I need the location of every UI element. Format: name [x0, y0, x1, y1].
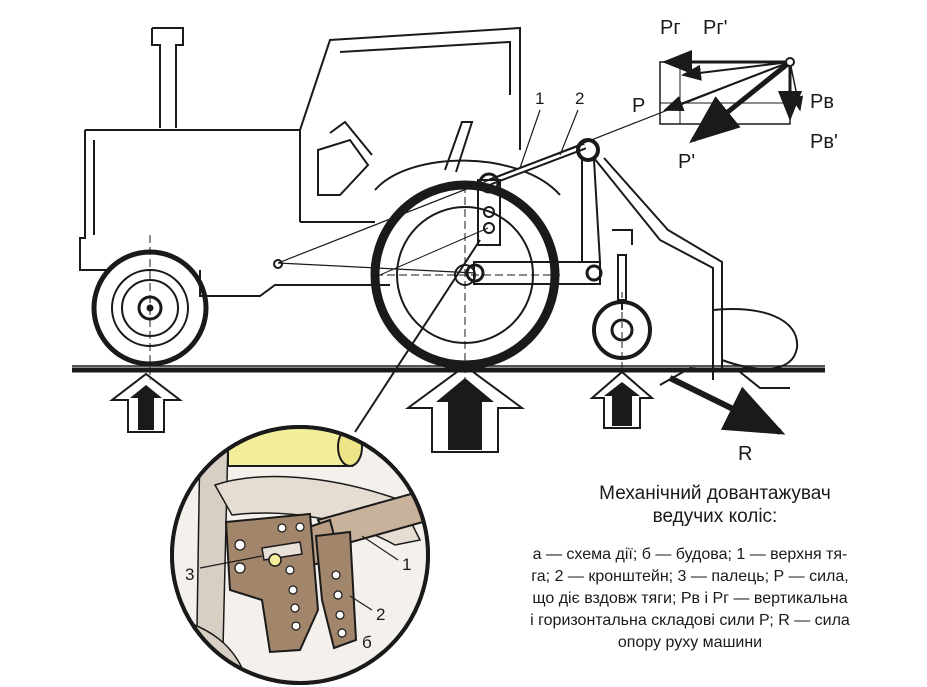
label-pv: Рв [810, 91, 834, 113]
label-r: R [738, 443, 752, 465]
callout-2: 2 [575, 89, 584, 108]
front-wheel [91, 235, 209, 380]
force-labels: Рг Рг' Р Рв Рв' Р' R 1 2 3 1 2 б [185, 17, 838, 652]
tractor-body [79, 26, 561, 297]
inset-callout-b: б [362, 633, 372, 652]
inset-callout-2: 2 [376, 605, 385, 624]
label-pg-prime: Рг' [703, 17, 727, 39]
caption-title-line2: ведучих коліс: [652, 506, 778, 527]
caption-body-line3: що діє вздовж тяги; Рв і Рг — вертикальн… [532, 590, 848, 607]
construction-inset [170, 425, 430, 685]
inset-callout-3: 3 [185, 565, 194, 584]
resistance-force-arrow [668, 375, 786, 435]
rear-wheel [370, 180, 560, 395]
plough-body [659, 308, 799, 389]
force-parallelogram [659, 50, 804, 144]
linkage [465, 138, 723, 380]
caption-body-line4: і горизонтальна складові сили Р; R — сил… [530, 612, 850, 629]
label-pg: Рг [660, 17, 681, 39]
rear-reaction-arrow [404, 364, 526, 453]
depth-wheel [592, 292, 652, 372]
label-p-prime: Р' [678, 151, 695, 173]
caption-body-line1: а — схема дії; б — будова; 1 — верхня тя… [532, 546, 848, 563]
label-p: Р [632, 95, 645, 117]
caption-body-line2: га; 2 — кронштейн; 3 — палець; Р — сила, [531, 568, 849, 585]
depth-wheel-reaction-arrow [589, 370, 655, 429]
caption-title-line1: Механічний довантажувач [599, 483, 831, 504]
inset-callout-1: 1 [402, 555, 411, 574]
label-pv-prime: Рв' [810, 131, 838, 153]
caption-body: а — схема дії; б — будова; 1 — верхня тя… [468, 544, 912, 654]
caption-body-line5: опору руху машини [617, 634, 763, 651]
caption-title: Механічний довантажувач ведучих коліс: [520, 482, 910, 528]
front-reaction-arrow [109, 372, 183, 433]
callout-1: 1 [535, 89, 544, 108]
